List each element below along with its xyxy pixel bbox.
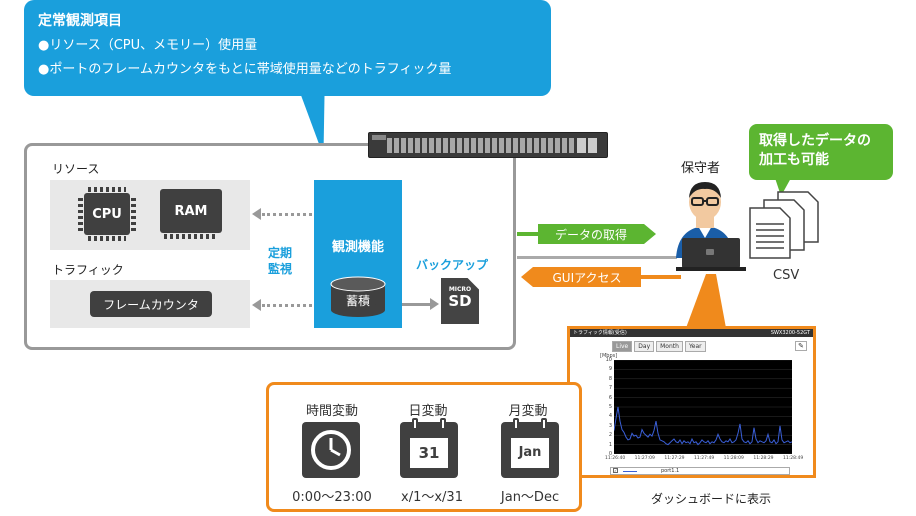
tab-year[interactable]: Year (684, 341, 706, 352)
traffic-chart-plot (613, 359, 793, 455)
y-tick-label: 2 (608, 432, 612, 439)
tab-live[interactable]: Live (612, 341, 633, 352)
traffic-chart-svg (613, 359, 793, 455)
chart-legend: ✓ port1.1 (610, 467, 790, 475)
arrow-head-traffic (252, 299, 261, 311)
calendar-day-text: 31 (410, 438, 448, 468)
storage-cylinder-icon (330, 276, 386, 317)
observation-items-callout: 定常観測項目 ●リソース（CPU、メモリー）使用量 ●ポートのフレームカウンタを… (24, 0, 551, 96)
dashboard-header-title: トラフィック情報(受信) (573, 330, 627, 336)
dashboard-connector (686, 274, 726, 328)
periodic-line-1: 定期 (268, 246, 293, 260)
ram-chip-icon: RAM (160, 189, 222, 239)
y-tick-label: 9 (608, 366, 612, 373)
backup-label: バックアップ (416, 258, 489, 272)
monthly-title: 月変動 (508, 404, 548, 419)
clock-icon (302, 422, 360, 478)
gui-access-arrow-head (521, 267, 533, 287)
sd-micro-text: MICRO (448, 286, 472, 293)
callout-title: 定常観測項目 (38, 13, 122, 29)
series-line-port1-1 (613, 406, 793, 446)
hourly-range: 0:00～23:00 (292, 490, 372, 505)
data-fetch-label: データの取得 (538, 224, 644, 244)
cpu-label: CPU (84, 193, 130, 235)
bubble-line-2: 加工も可能 (759, 152, 829, 168)
x-tick-label: 11:27:49 (694, 456, 715, 461)
calendar-month-text: Jan (511, 438, 549, 468)
dashboard-header-model: SWX3200-52GT (770, 330, 810, 336)
cpu-chip-icon: CPU (78, 187, 136, 241)
daily-range: x/1～x/31 (401, 490, 463, 505)
sd-main-text: SD (448, 292, 472, 310)
dotted-arrow-traffic (262, 304, 312, 307)
edit-icon[interactable]: ✎ (795, 341, 807, 351)
y-tick-label: 6 (608, 394, 612, 401)
x-tick-label: 11:26:40 (605, 456, 626, 461)
periodic-line-2: 監視 (268, 262, 293, 276)
calendar-day-icon: 31 (400, 418, 458, 478)
connection-line (517, 256, 677, 259)
backup-arrow-head (430, 298, 439, 310)
y-tick-label: 0 (608, 451, 612, 457)
csv-documents-icon (749, 191, 819, 259)
tab-day[interactable]: Day (634, 341, 655, 352)
dashboard-period-tabs: Live Day Month Year (612, 341, 706, 352)
gui-access-label: GUIアクセス (533, 267, 641, 287)
traffic-label: トラフィック (52, 263, 124, 277)
y-tick-label: 10 (605, 357, 612, 363)
ram-label: RAM (160, 189, 222, 233)
arrow-head-resource (252, 208, 261, 220)
x-tick-label: 11:28:29 (753, 456, 774, 461)
processing-possible-bubble: 取得したデータの 加工も可能 (749, 124, 893, 180)
calendar-month-icon: Jan (501, 418, 559, 478)
laptop-base (676, 267, 746, 271)
periodic-monitoring-label: 定期 監視 (268, 245, 292, 277)
chart-ylabel: [Mbps] (600, 353, 618, 359)
callout-bullet-1: ●リソース（CPU、メモリー）使用量 (38, 38, 258, 53)
backup-arrow-shaft (402, 303, 432, 306)
frame-counter-box: フレームカウンタ (90, 291, 212, 317)
legend-label: port1.1 (661, 468, 680, 474)
tab-month[interactable]: Month (656, 341, 683, 352)
x-tick-label: 11:28:49 (783, 456, 804, 461)
y-tick-label: 7 (608, 385, 612, 392)
observation-title: 観測機能 (331, 240, 384, 255)
callout-bullet-2: ●ポートのフレームカウンタをもとに帯域使用量などのトラフィック量 (38, 62, 452, 77)
dashboard-screen: トラフィック情報(受信) SWX3200-52GT Live Day Month… (567, 326, 816, 478)
x-tick-label: 11:27:29 (664, 456, 685, 461)
gui-access-line (641, 275, 681, 279)
csv-label: CSV (773, 268, 800, 283)
storage-label: 蓄積 (345, 294, 370, 308)
resource-label: リソース (52, 162, 100, 176)
dotted-arrow-resource (262, 213, 312, 216)
data-fetch-arrow-head (644, 224, 656, 244)
bubble-line-1: 取得したデータの (759, 133, 871, 149)
y-tick-label: 4 (608, 413, 612, 420)
x-tick-label: 11:27:09 (634, 456, 655, 461)
daily-title: 日変動 (408, 404, 448, 419)
laptop-icon (682, 238, 740, 268)
maintainer-label: 保守者 (681, 161, 721, 176)
dashboard-header: トラフィック情報(受信) SWX3200-52GT (570, 329, 813, 337)
x-tick-label: 11:28:09 (723, 456, 744, 461)
y-tick-label: 3 (608, 422, 612, 429)
y-tick-label: 1 (608, 441, 612, 448)
y-tick-label: 5 (608, 404, 612, 410)
monthly-range: Jan～Dec (500, 490, 560, 505)
microsd-card-icon: MICRO SD (441, 278, 479, 324)
network-switch-icon (368, 132, 608, 158)
y-tick-label: 8 (608, 375, 612, 382)
hourly-title: 時間変動 (305, 404, 358, 419)
dashboard-caption: ダッシュボードに表示 (651, 492, 772, 506)
